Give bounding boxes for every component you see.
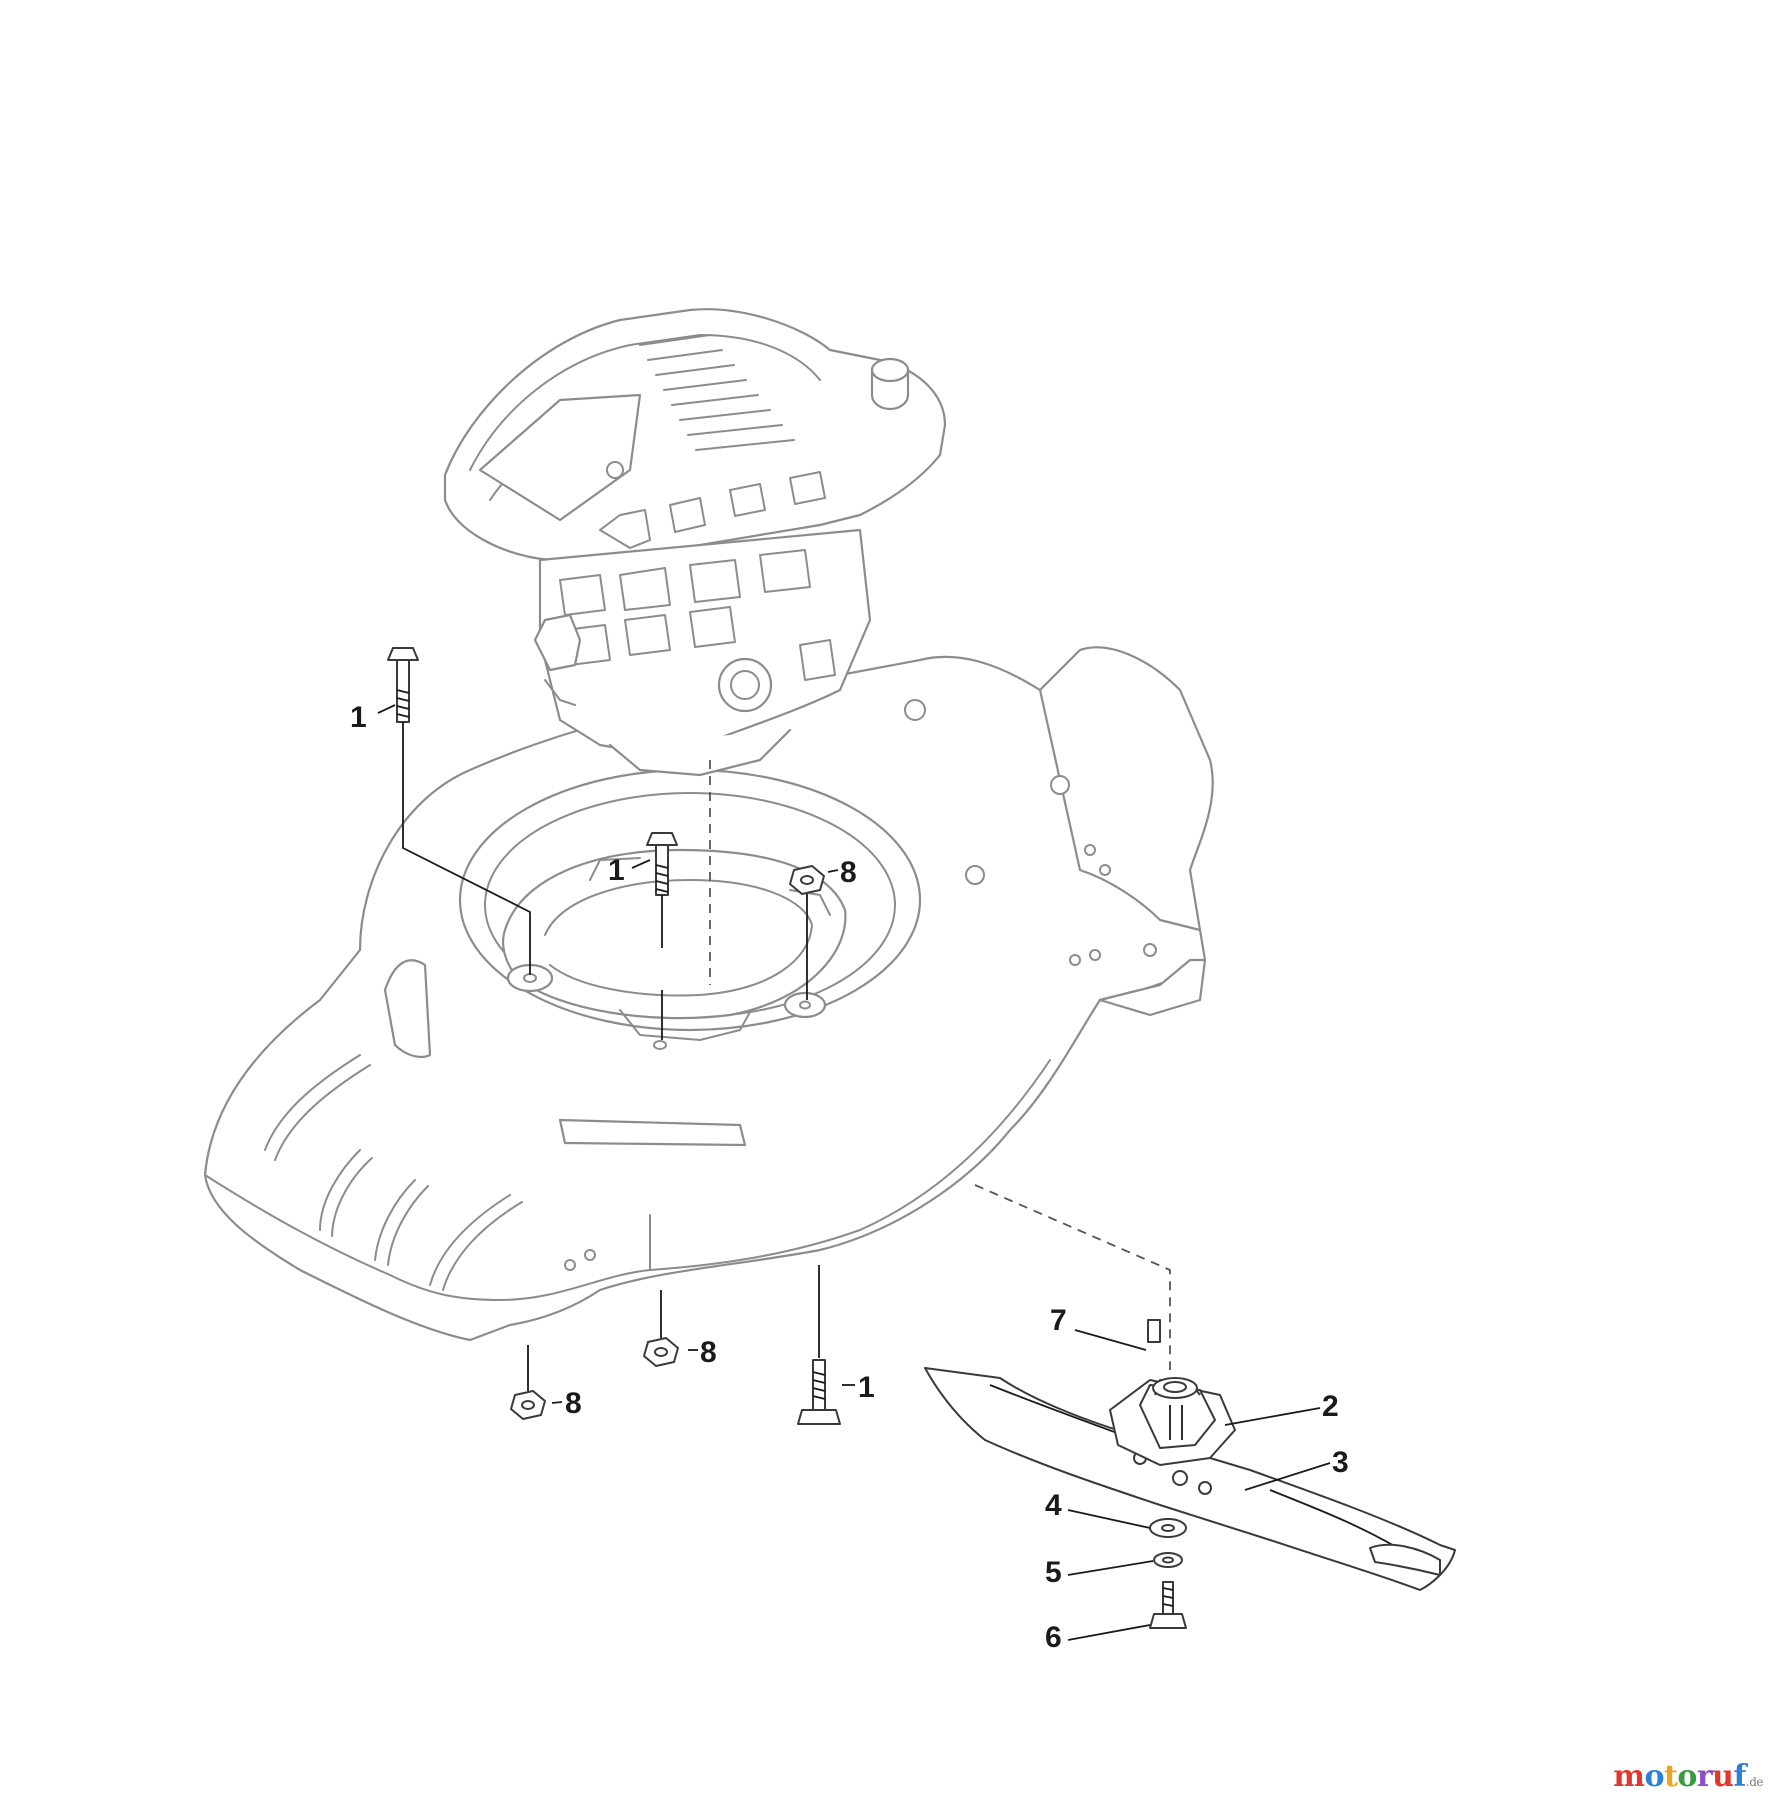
- motoruf-watermark-logo: motoruf.de: [1613, 1759, 1763, 1794]
- engine: [443, 308, 947, 777]
- callout-key: 7: [1050, 1304, 1067, 1337]
- blade-assembly: [924, 1319, 1456, 1629]
- callout-bolt-middle: 1: [608, 854, 625, 887]
- watermark-letter: t: [1663, 1759, 1678, 1794]
- callout-blade-bolt: 6: [1045, 1621, 1062, 1654]
- callout-blade-adaptor: 2: [1322, 1390, 1339, 1423]
- leader-lines: [377, 704, 1331, 1641]
- callout-washer: 4: [1045, 1489, 1062, 1522]
- watermark-letter: o: [1677, 1759, 1697, 1794]
- mower-deck: [203, 646, 1214, 1342]
- fasteners: [387, 647, 841, 1425]
- watermark-letter: u: [1712, 1759, 1734, 1794]
- watermark-letter: f: [1733, 1759, 1746, 1794]
- watermark-suffix: .de: [1745, 1775, 1764, 1789]
- callout-nut-lower-left: 8: [565, 1387, 582, 1420]
- watermark-letter: m: [1613, 1759, 1645, 1794]
- callout-labels: 1 1 8 8 8 1 7 2 3 4 5 6: [350, 701, 1349, 1654]
- watermark-letter: o: [1644, 1759, 1664, 1794]
- callout-nut-lower-middle: 8: [700, 1336, 717, 1369]
- callout-bolt-upper: 1: [350, 701, 367, 734]
- callout-blade: 3: [1332, 1446, 1349, 1479]
- callout-spring-washer: 5: [1045, 1556, 1062, 1589]
- callout-bolt-lower: 1: [858, 1371, 875, 1404]
- watermark-letter: r: [1696, 1759, 1713, 1794]
- callout-nut-upper: 8: [840, 856, 857, 889]
